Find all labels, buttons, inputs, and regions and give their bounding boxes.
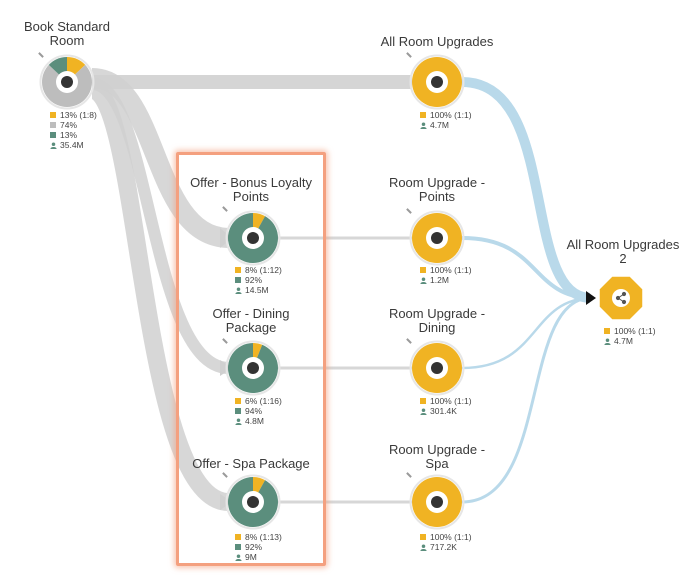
pin-icon — [406, 208, 412, 214]
stats-all-room-upgrades: 100% (1:1) 4.7M — [420, 110, 472, 130]
flow-points-to-final — [461, 236, 591, 300]
user-icon — [420, 407, 427, 415]
pin-icon — [406, 338, 412, 344]
user-icon — [420, 543, 427, 551]
ring-center-dot — [431, 76, 443, 88]
flow-all-upgrades-to-final — [461, 77, 591, 303]
title-room-upgrade-spa: Room Upgrade - Spa — [388, 442, 486, 471]
title-room-upgrade-points: Room Upgrade - Points — [388, 175, 486, 204]
arrow-into-final — [586, 291, 596, 305]
ring-outline — [225, 210, 281, 266]
ring-center-dot — [61, 76, 73, 88]
ring-center-dot — [247, 496, 259, 508]
pin-icon — [222, 472, 228, 478]
user-icon — [604, 337, 611, 345]
ring-outline — [225, 340, 281, 396]
pin-icon — [406, 472, 412, 478]
title-book-standard-room: Book Standard Room — [23, 19, 110, 48]
node-offer-bonus-loyalty[interactable] — [225, 210, 281, 266]
node-book-standard-room[interactable] — [39, 54, 95, 110]
stats-room-upgrade-points: 100% (1:1) 1.2M — [420, 265, 472, 285]
pin-icon — [222, 206, 228, 212]
flow-book-to-offer-loyalty — [90, 68, 230, 248]
ring-outline — [39, 54, 95, 110]
pin-icon — [38, 52, 44, 58]
title-room-upgrade-dining: Room Upgrade - Dining — [388, 306, 486, 335]
node-all-room-upgrades[interactable] — [409, 54, 465, 110]
ring-outline — [409, 210, 465, 266]
title-all-room-upgrades-2: All Room Upgrades 2 — [566, 237, 680, 266]
node-room-upgrade-points[interactable] — [409, 210, 465, 266]
ring-outline — [409, 340, 465, 396]
title-offer-spa: Offer - Spa Package — [192, 456, 310, 471]
pin-icon — [222, 338, 228, 344]
ring-center-dot — [431, 232, 443, 244]
flow-spa-to-final — [461, 296, 591, 504]
node-room-upgrade-spa[interactable] — [409, 474, 465, 530]
ring-outline — [409, 54, 465, 110]
title-offer-dining: Offer - Dining Package — [212, 306, 290, 335]
node-offer-spa-package[interactable] — [225, 474, 281, 530]
stats-offer-spa: 8% (1:13) 92% 9M — [235, 532, 282, 562]
node-room-upgrade-dining[interactable] — [409, 340, 465, 396]
stats-all-room-upgrades-2: 100% (1:1) 4.7M — [604, 326, 656, 346]
highlight-box-offers — [176, 152, 326, 566]
ring-center-dot — [247, 232, 259, 244]
stats-book-standard-room: 13% (1:8) 74% 13% 35.4M — [50, 110, 97, 150]
ring-outline — [225, 474, 281, 530]
title-offer-bonus-loyalty: Offer - Bonus Loyalty Points — [190, 175, 312, 204]
flow-book-to-offer-spa — [89, 81, 230, 511]
user-icon — [420, 121, 427, 129]
title-all-room-upgrades: All Room Upgrades — [380, 34, 494, 49]
user-icon — [50, 141, 57, 149]
share-icon — [615, 291, 627, 305]
stats-room-upgrade-spa: 100% (1:1) 717.2K — [420, 532, 472, 552]
stats-offer-dining: 6% (1:16) 94% 4.8M — [235, 396, 282, 426]
ring-center-dot — [431, 362, 443, 374]
ring-center-dot — [247, 362, 259, 374]
share-icon-bg — [612, 289, 630, 307]
user-icon — [420, 276, 427, 284]
stats-offer-bonus-loyalty: 8% (1:12) 92% 14.5M — [235, 265, 282, 295]
ring-outline — [409, 474, 465, 530]
user-icon — [235, 417, 242, 425]
pin-icon — [406, 52, 412, 58]
user-icon — [235, 553, 242, 561]
node-all-room-upgrades-2[interactable] — [586, 275, 644, 321]
stats-room-upgrade-dining: 100% (1:1) 301.4K — [420, 396, 472, 416]
node-offer-dining-package[interactable] — [225, 340, 281, 396]
user-icon — [235, 286, 242, 294]
flow-dining-to-final — [461, 296, 591, 370]
ring-center-dot — [431, 496, 443, 508]
